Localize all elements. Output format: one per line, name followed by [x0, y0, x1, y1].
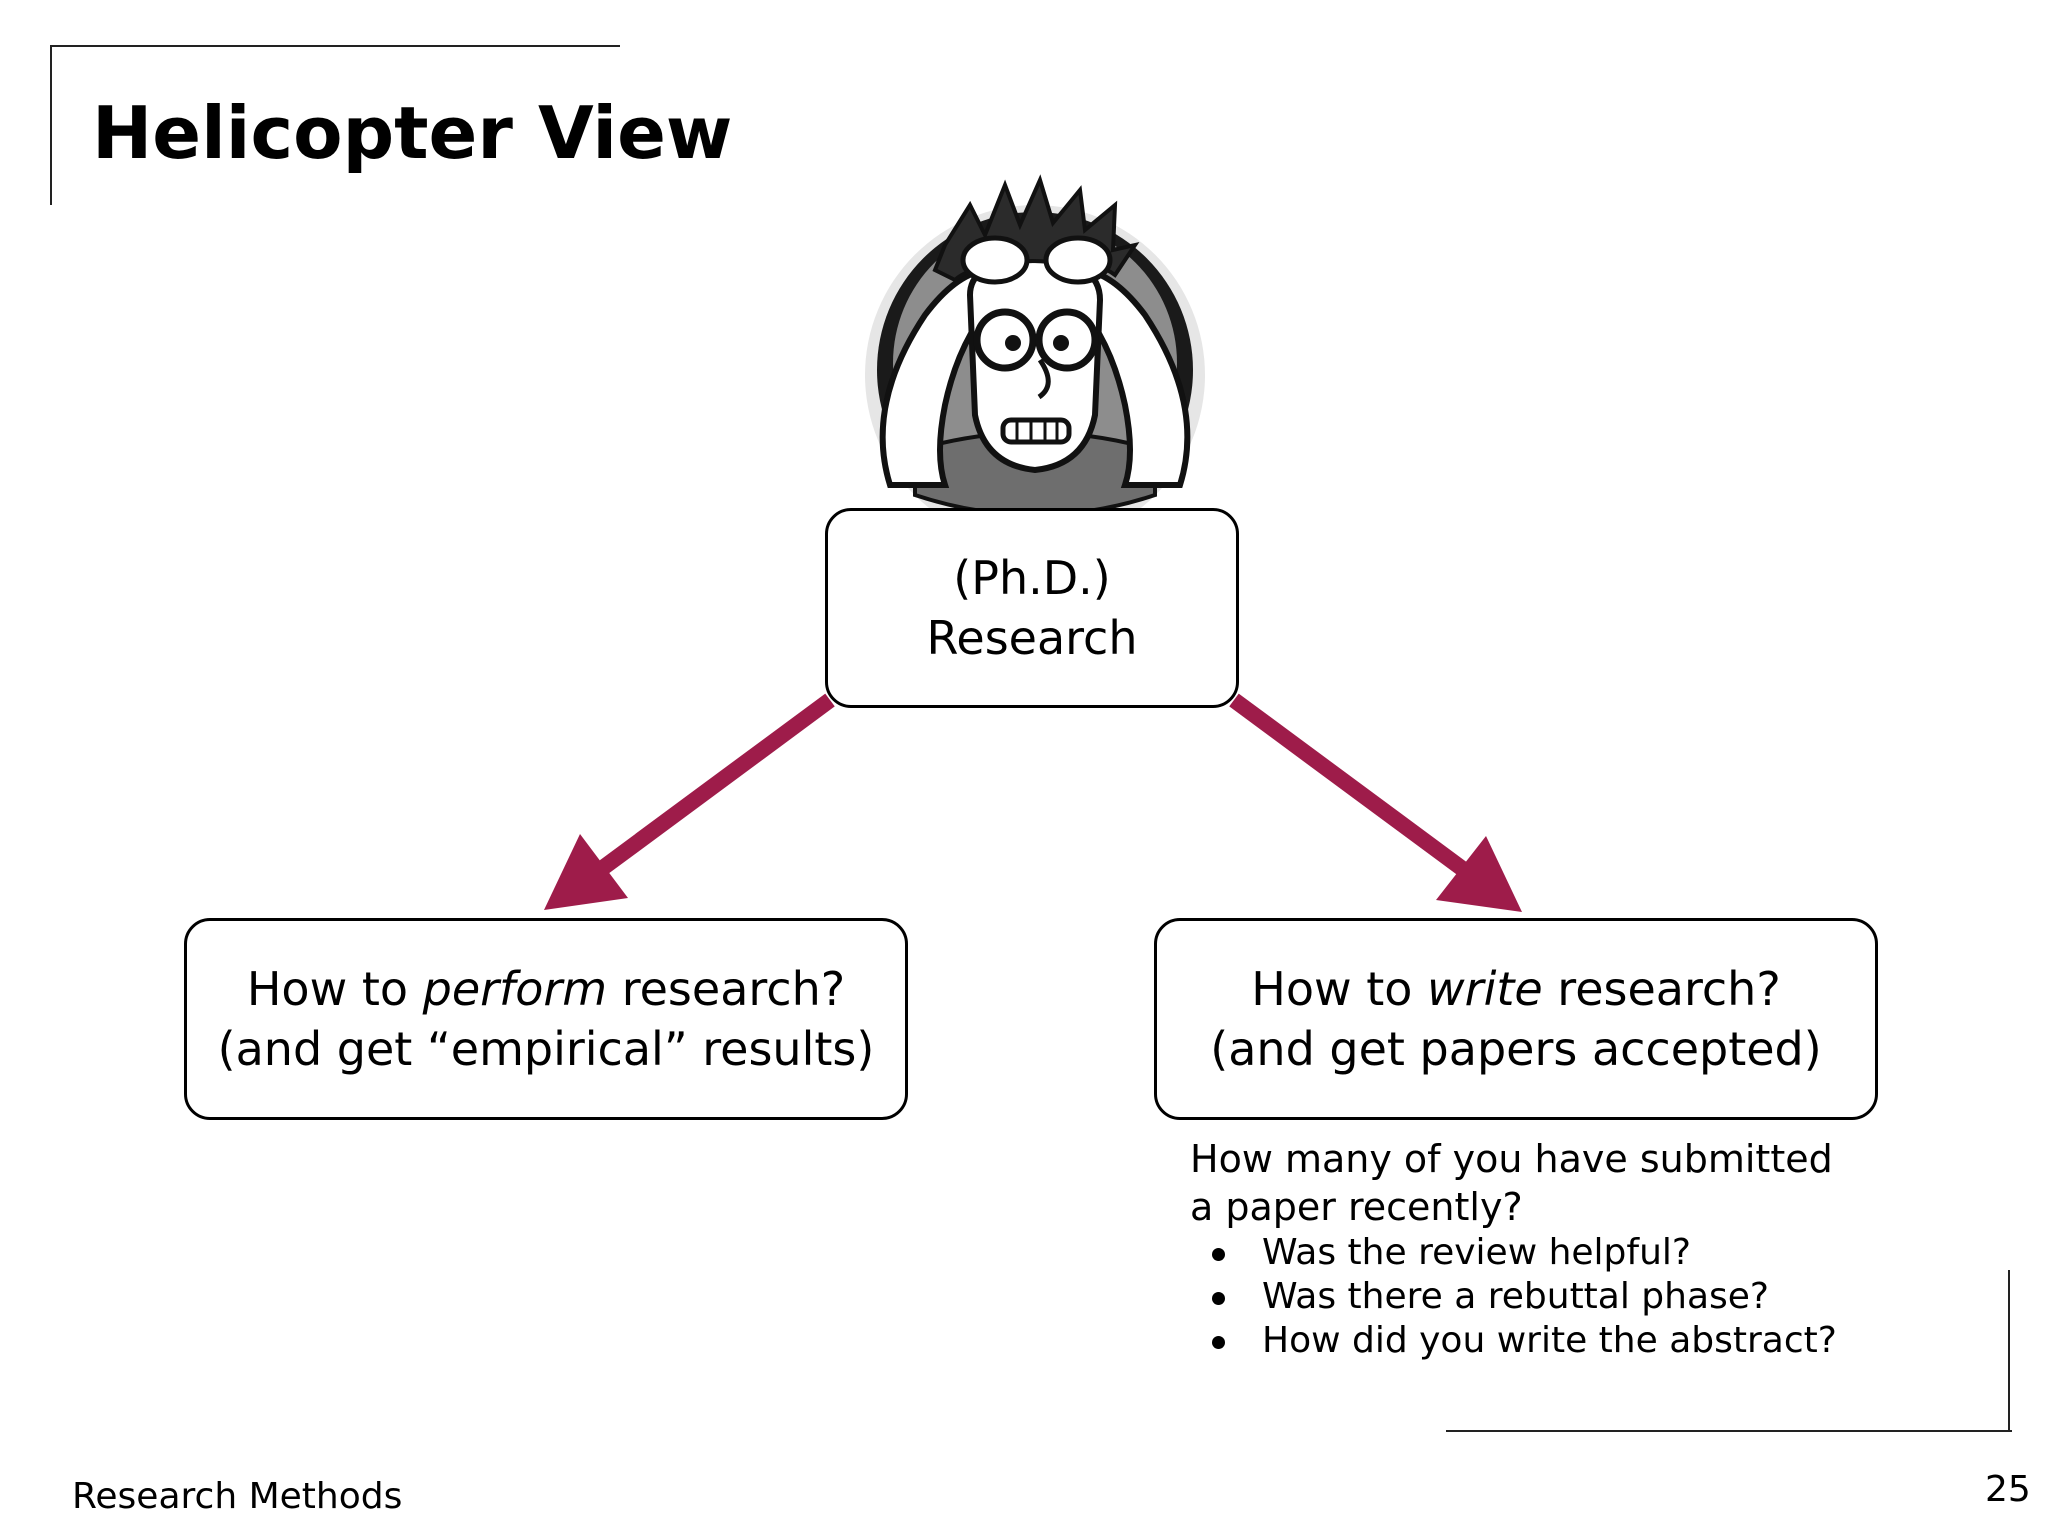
write-research-line2: (and get papers accepted): [1210, 1022, 1822, 1076]
question-line2: a paper recently?: [1190, 1185, 1523, 1229]
phd-research-line2: Research: [926, 611, 1138, 665]
bullet-dot-icon: [1212, 1292, 1225, 1305]
write-research-prefix: How to: [1251, 962, 1428, 1016]
audience-questions: How many of you have submitted a paper r…: [1190, 1135, 1910, 1363]
write-research-line1: How to write research?: [1251, 959, 1780, 1019]
question-line1: How many of you have submitted: [1190, 1137, 1833, 1181]
perform-research-line2: (and get “empirical” results): [217, 1022, 875, 1076]
list-item: Was the review helpful?: [1212, 1231, 1910, 1275]
frame-corner-bottom-right-horizontal: [1446, 1430, 2012, 1432]
page-number: 25: [1985, 1469, 2031, 1510]
list-item: Was there a rebuttal phase?: [1212, 1275, 1910, 1319]
frame-corner-top-left-horizontal: [50, 45, 620, 47]
write-research-box: How to write research? (and get papers a…: [1154, 918, 1878, 1120]
bullet-text: Was there a rebuttal phase?: [1262, 1276, 1770, 1317]
stressed-student-icon: [865, 174, 1205, 545]
frame-corner-top-left-vertical: [50, 45, 52, 205]
frame-corner-bottom-right-vertical: [2008, 1270, 2010, 1430]
footer-course-name: Research Methods: [72, 1476, 403, 1517]
perform-research-suffix: research?: [607, 962, 846, 1016]
arrow-to-perform-research: [544, 693, 835, 910]
write-emphasis: write: [1427, 962, 1543, 1016]
perform-research-line1: How to perform research?: [247, 959, 845, 1019]
bullet-dot-icon: [1212, 1336, 1225, 1349]
phd-research-box: (Ph.D.) Research: [825, 508, 1239, 708]
perform-research-prefix: How to: [246, 962, 423, 1016]
list-item: How did you write the abstract?: [1212, 1319, 1910, 1363]
slide-title: Helicopter View: [92, 91, 733, 175]
bullet-text: How did you write the abstract?: [1262, 1320, 1837, 1361]
perform-emphasis: perform: [422, 962, 608, 1016]
bullet-text: Was the review helpful?: [1262, 1232, 1691, 1273]
arrow-to-write-research: [1229, 693, 1522, 912]
write-research-suffix: research?: [1542, 962, 1781, 1016]
phd-research-line1: (Ph.D.): [953, 551, 1111, 605]
bullet-dot-icon: [1212, 1248, 1225, 1261]
question-bullets: Was the review helpful? Was there a rebu…: [1190, 1231, 1910, 1363]
perform-research-box: How to perform research? (and get “empir…: [184, 918, 908, 1120]
